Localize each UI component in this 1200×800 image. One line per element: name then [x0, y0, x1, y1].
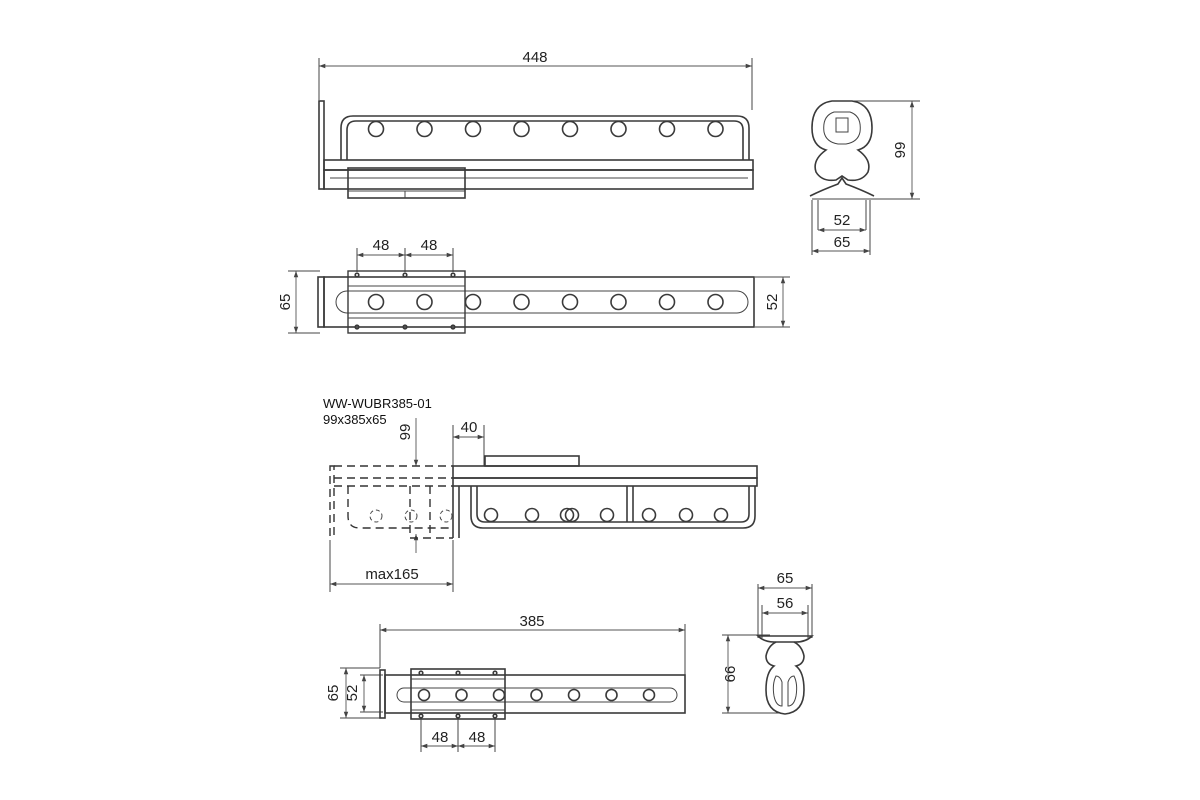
- hook-circle: [707, 293, 724, 311]
- dim-bend-outer: 65: [777, 570, 794, 587]
- screw-dot: [450, 324, 456, 330]
- hook-circle: [492, 688, 506, 702]
- hook-circle: [416, 120, 433, 138]
- hook-circle: [610, 293, 627, 311]
- hook-circle: [713, 507, 729, 523]
- dim-plan-inner: 52: [764, 294, 781, 311]
- hook-circle: [513, 293, 530, 311]
- dim-bend-height: 66: [722, 666, 739, 683]
- top-side-view: 448: [318, 49, 754, 199]
- screw-dot: [354, 272, 360, 278]
- screw-dot: [402, 272, 408, 278]
- hook-circle: [658, 120, 676, 138]
- model-size: 99x385x65: [323, 412, 387, 427]
- hook-circle: [513, 120, 530, 138]
- bottom-side-view: 99 40 max165: [329, 418, 758, 592]
- hook-circle: [464, 120, 482, 138]
- hook-circle: [561, 120, 579, 138]
- screw-dot: [418, 713, 424, 719]
- hook-circle: [559, 507, 575, 523]
- hook-circle: [642, 688, 656, 702]
- dim-end-inner: 52: [834, 212, 851, 229]
- model-code: WW-WUBR385-01: [323, 396, 432, 411]
- top-plan-view: 48 48 65 52: [277, 237, 790, 334]
- hook-circle: [605, 688, 618, 702]
- screw-dot: [492, 713, 498, 719]
- bottom-plan-view: 385 65 52 48 48: [325, 613, 686, 752]
- hook-circle: [464, 293, 482, 311]
- hook-circle-retracted: [369, 509, 383, 523]
- bottom-end-view: 65 56 66: [722, 570, 814, 715]
- hook-circle: [561, 293, 579, 311]
- hook-circle-retracted: [439, 509, 453, 523]
- hook-circle: [416, 293, 433, 311]
- screw-dot: [402, 324, 408, 330]
- hook-circle: [367, 293, 385, 311]
- screw-dot: [354, 324, 360, 330]
- top-end-view: 99 52 65: [809, 100, 920, 255]
- hook-circle: [524, 507, 540, 523]
- hook-circle: [530, 688, 543, 702]
- screw-dot: [455, 713, 461, 719]
- dim-spacing-1: 48: [373, 237, 390, 254]
- hook-circle: [564, 507, 580, 523]
- hook-circle: [483, 507, 499, 523]
- dim-bottom-height: 99: [397, 424, 414, 441]
- hook-circle: [641, 507, 657, 523]
- dim-overall-length: 448: [522, 49, 547, 66]
- dim-bend-inner: 56: [777, 595, 794, 612]
- hook-circle: [417, 688, 431, 702]
- dim-plan-length: 385: [519, 613, 544, 630]
- dim-end-outer: 65: [834, 234, 851, 251]
- hook-circle: [678, 507, 694, 523]
- hook-circle: [455, 688, 468, 702]
- screw-dot: [450, 272, 456, 278]
- screw-dot: [455, 670, 461, 676]
- dim-bspacing-2: 48: [469, 729, 486, 746]
- hook-circle: [610, 120, 627, 138]
- hook-circle-retracted: [404, 509, 418, 523]
- screw-dot: [418, 670, 424, 676]
- dim-plan-outer: 65: [277, 294, 294, 311]
- dim-spacing-2: 48: [421, 237, 438, 254]
- hook-circle: [707, 120, 724, 138]
- hook-circle: [367, 120, 385, 138]
- hook-circle: [658, 293, 676, 311]
- dim-end-height: 99: [892, 142, 909, 159]
- dim-offset: 40: [461, 419, 478, 436]
- dim-bplan-inner: 52: [344, 685, 361, 702]
- dim-bplan-outer: 65: [325, 685, 342, 702]
- hook-circle: [599, 507, 615, 523]
- dim-max-extension: max165: [365, 566, 418, 583]
- hook-circle: [567, 688, 581, 702]
- dim-bspacing-1: 48: [432, 729, 449, 746]
- screw-dot: [492, 670, 498, 676]
